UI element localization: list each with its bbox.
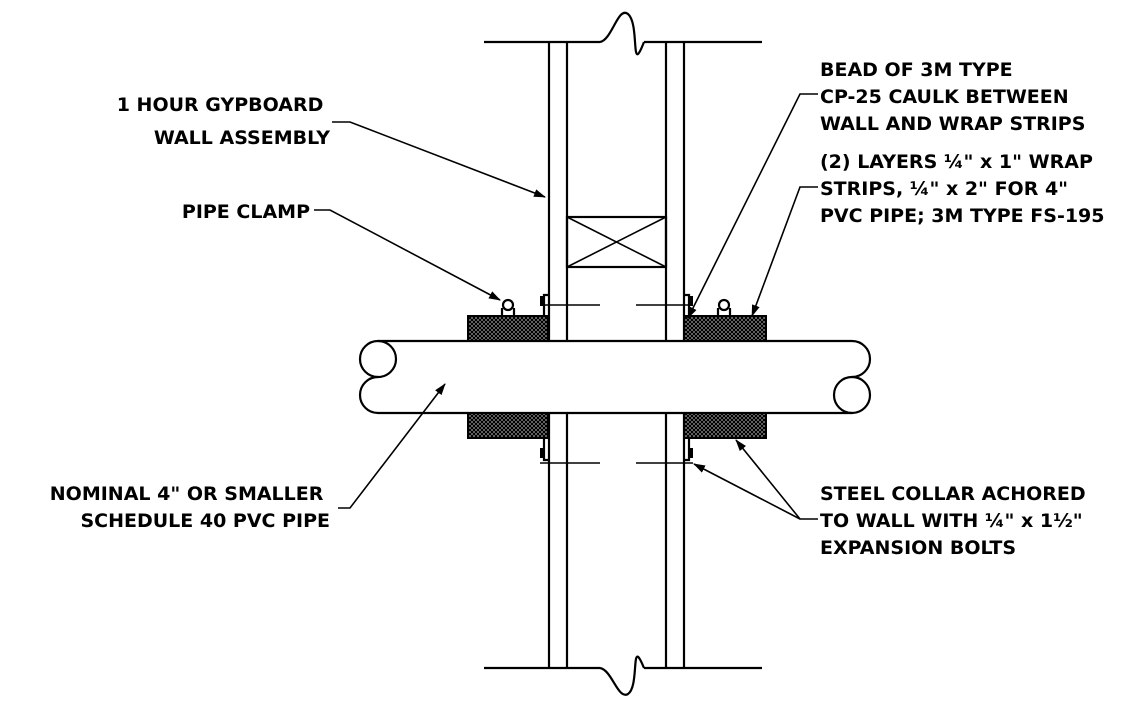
leader-steel-collar <box>693 439 818 520</box>
label-wrap-strips: (2) LAYERS ¼" x 1" WRAP STRIPS, ¼" x 2" … <box>820 151 1105 227</box>
leader-wall-assembly <box>332 121 546 198</box>
label-line: WALL AND WRAP STRIPS <box>820 113 1085 135</box>
wall-assembly-upper <box>484 11 762 342</box>
label-line: BEAD OF 3M TYPE <box>820 59 1013 81</box>
leader-pipe-clamp <box>314 209 501 301</box>
pipe-clamp-right <box>716 298 732 316</box>
label-line: 1 HOUR GYPBOARD <box>117 94 324 116</box>
leader-wrap-strips <box>751 186 818 317</box>
label-pipe-clamp: PIPE CLAMP <box>182 201 310 223</box>
label-line: WALL ASSEMBLY <box>154 127 330 149</box>
label-steel-collar: STEEL COLLAR ACHORED TO WALL WITH ¼" x 1… <box>820 483 1092 559</box>
label-line: CP-25 CAULK BETWEEN <box>820 86 1069 108</box>
leader-caulk <box>687 93 818 319</box>
wrap-strip-right-top <box>683 315 767 342</box>
label-line: EXPANSION BOLTS <box>820 537 1016 559</box>
label-line: PIPE CLAMP <box>182 201 310 223</box>
wrap-strip-left-top <box>467 315 549 342</box>
wrap-strip-left-bottom <box>467 412 549 439</box>
label-line: PVC PIPE; 3M TYPE FS-195 <box>820 205 1105 227</box>
label-line: TO WALL WITH ¼" x 1½" <box>820 510 1083 532</box>
leader-pvc-pipe <box>338 383 446 509</box>
label-line: STEEL COLLAR ACHORED <box>820 483 1086 505</box>
label-line: (2) LAYERS ¼" x 1" WRAP <box>820 151 1093 173</box>
label-line: NOMINAL 4" OR SMALLER <box>50 483 324 505</box>
pvc-pipe <box>358 339 872 415</box>
label-wall-assembly: 1 HOUR GYPBOARD WALL ASSEMBLY <box>117 94 331 149</box>
label-caulk: BEAD OF 3M TYPE CP-25 CAULK BETWEEN WALL… <box>820 59 1085 135</box>
pipe-clamp-left <box>500 298 516 316</box>
wall-assembly-lower <box>484 413 762 696</box>
label-line: STRIPS, ¼" x 2" FOR 4" <box>820 178 1068 200</box>
label-line: SCHEDULE 40 PVC PIPE <box>80 510 330 532</box>
wrap-strip-right-bottom <box>683 412 767 439</box>
label-pvc-pipe: NOMINAL 4" OR SMALLER SCHEDULE 40 PVC PI… <box>50 483 330 532</box>
